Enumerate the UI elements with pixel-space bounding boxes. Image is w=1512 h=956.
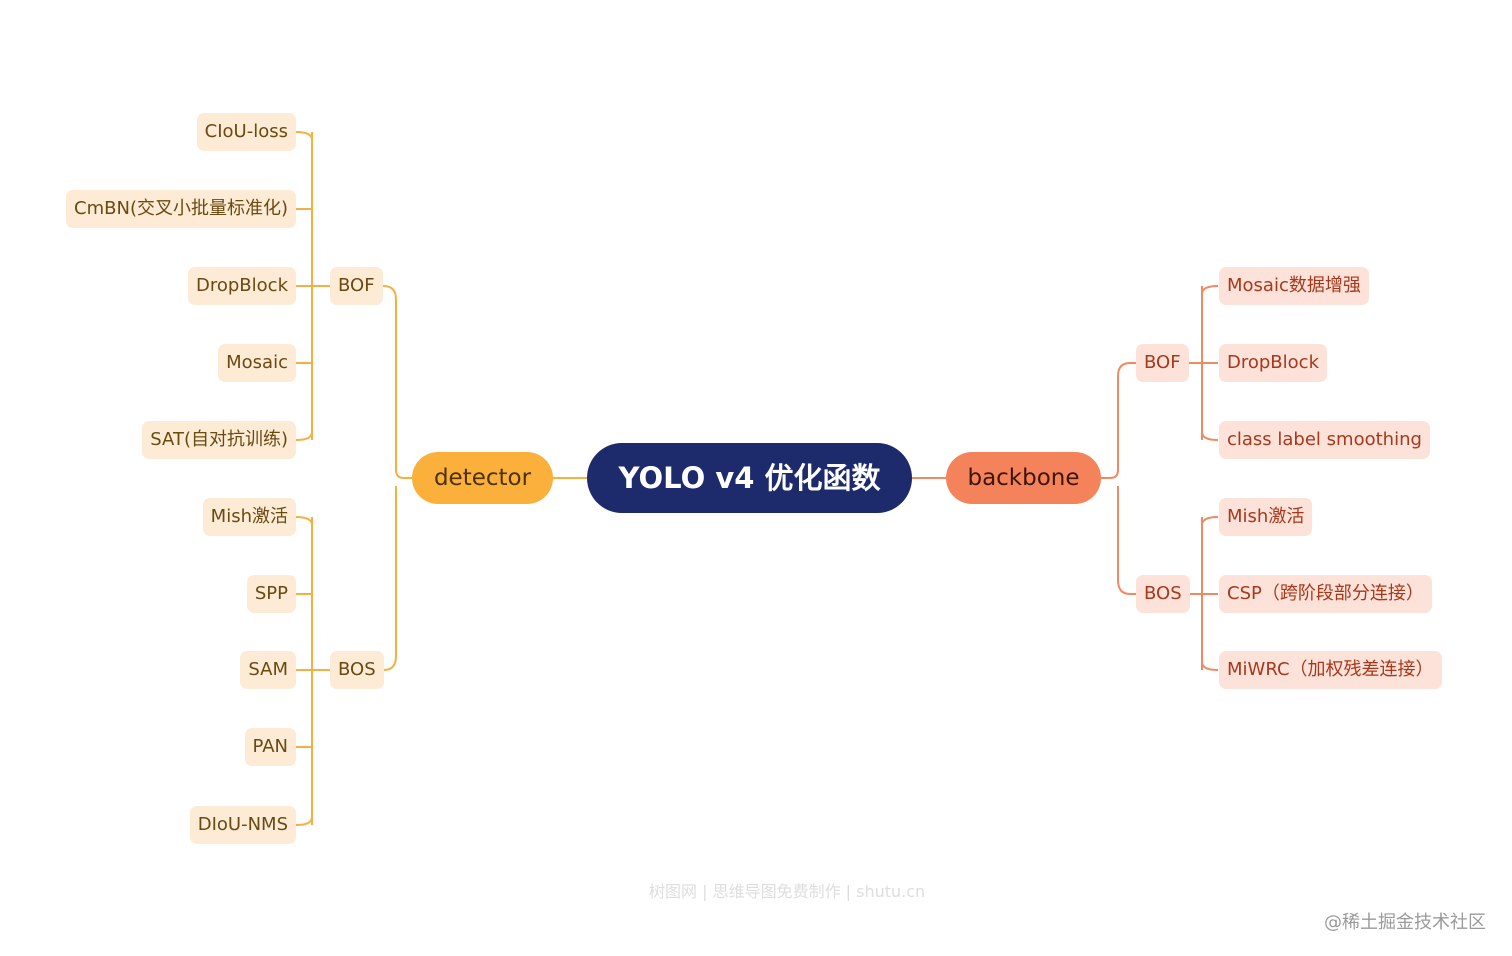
backbone-bof-item[interactable]: Mosaic数据增强 [1219,267,1369,305]
connector-detector-bof [380,285,412,479]
backbone-bos-node[interactable]: BOS [1136,575,1190,613]
backbone-bos-item[interactable]: MiWRC（加权残差连接） [1219,651,1442,689]
detector-bos-item[interactable]: SPP [246,575,296,613]
detector-bof-item[interactable]: CIoU-loss [196,113,296,151]
connector-detector-bos [380,486,397,671]
root-node[interactable]: YOLO v4 优化函数 [587,443,912,513]
detector-bos-item[interactable]: Mish激活 [202,498,296,536]
detector-bos-item[interactable]: DIoU-NMS [189,806,296,844]
detector-bof-item[interactable]: CmBN(交叉小批量标准化) [66,190,296,228]
detector-bof-item[interactable]: Mosaic [218,344,296,382]
backbone-bof-node[interactable]: BOF [1136,344,1189,382]
backbone-node[interactable]: backbone [946,452,1101,504]
detector-bos-node[interactable]: BOS [330,651,384,689]
detector-bof-item[interactable]: SAT(自对抗训练) [142,421,296,459]
detector-bof-node[interactable]: BOF [330,267,383,305]
detector-bos-item[interactable]: SAM [240,651,296,689]
watermark-text: 树图网 | 思维导图免费制作 | shutu.cn [649,882,926,901]
connector-backbone-bof [1101,362,1136,479]
backbone-bof-item[interactable]: DropBlock [1219,344,1327,382]
connector-backbone-bos [1117,486,1136,595]
detector-node[interactable]: detector [412,452,553,504]
backbone-bof-item[interactable]: class label smoothing [1219,421,1430,459]
detector-bof-item[interactable]: DropBlock [188,267,296,305]
backbone-bos-item[interactable]: CSP（跨阶段部分连接） [1219,575,1432,613]
backbone-bos-item[interactable]: Mish激活 [1219,498,1313,536]
detector-bos-item[interactable]: PAN [244,728,296,766]
credit-text: @稀土掘金技术社区 [1324,912,1486,933]
